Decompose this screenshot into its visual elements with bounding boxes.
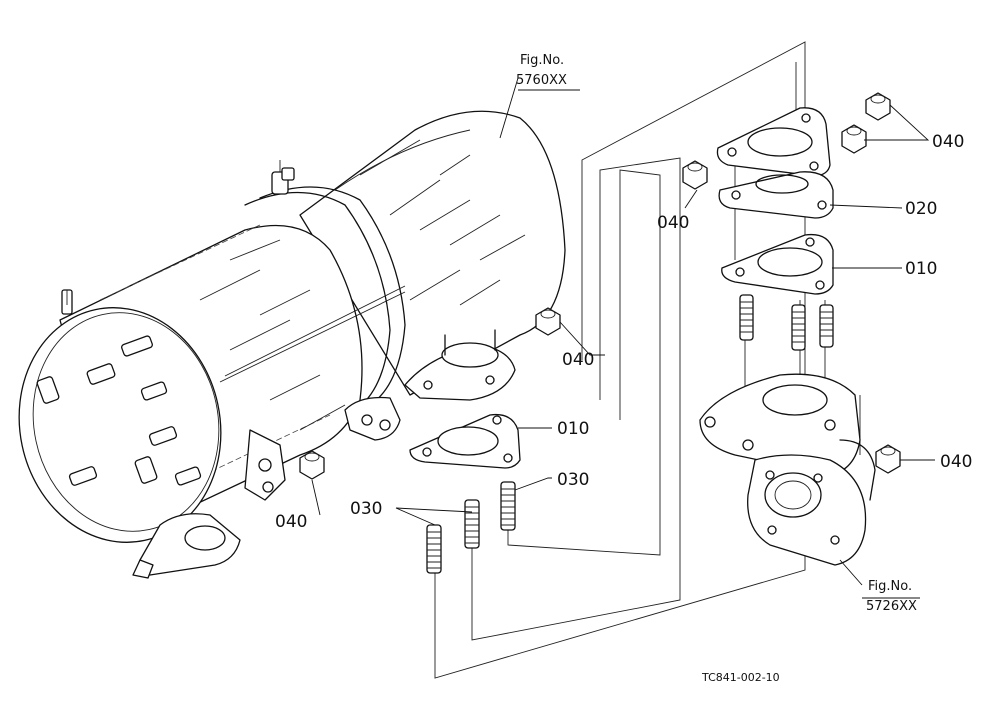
muffler-assembly [18,110,566,579]
callout-020: 020 [905,199,937,219]
fig-ref-muffler-number: 5760XX [516,73,567,88]
nut-040-top-right-b [841,124,867,154]
callout-010-right: 010 [905,259,937,279]
fig-ref-manifold-label: Fig.No. [868,579,912,594]
leader-lines [311,77,935,599]
manifold-assembly [699,373,876,566]
nut-040-bottom-left [299,450,325,480]
nut-040-mid-right [875,444,901,474]
callout-040-mid-right: 040 [940,452,972,472]
fig-ref-manifold-number: 5726XX [866,599,917,614]
gasket-010-center [409,413,521,469]
fig-ref-muffler-label: Fig.No. [520,53,564,68]
stud-030-middle [464,499,480,549]
studs-030 [426,481,516,574]
nut-040-upper-mid [682,160,708,190]
callout-labels: 040 020 010 040 040 040 010 030 030 040 … [275,53,972,684]
flange-nuts-040 [299,92,901,480]
stud-030-right [500,481,516,531]
nut-040-top-right-a [865,92,891,121]
front-cylinder-slots [199,239,346,431]
nut-040-center [535,307,561,336]
callout-040-center: 040 [562,350,594,370]
stud-030-left [426,524,442,574]
studs-right [739,294,834,351]
rear-canister-slots [359,139,526,306]
flange-stack-right [716,107,834,295]
callout-040-bottom-left: 040 [275,512,307,532]
callout-040-top-right: 040 [932,132,964,152]
callout-010-center: 010 [557,419,589,439]
end-cap-slots [36,335,202,486]
drawing-code: TC841-002-10 [701,671,780,684]
callout-030-left: 030 [350,499,382,519]
callout-040-upper-mid: 040 [657,213,689,233]
callout-030-right: 030 [557,470,589,490]
